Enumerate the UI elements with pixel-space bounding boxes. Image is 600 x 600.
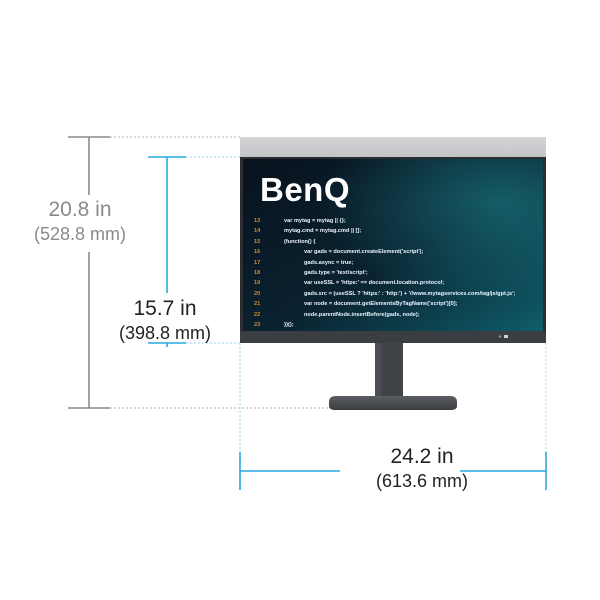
code-line: 14 mytag.cmd = mytag.cmd || []; (254, 226, 544, 236)
code-line: 13 var mytag = mytag || {}; (254, 216, 544, 226)
screen-height-label: 15.7 in (133, 297, 197, 320)
power-led (504, 335, 508, 338)
code-line: 20 gads.src = (useSSL ? 'https:' : 'http:… (254, 289, 544, 299)
code-text: })(); (284, 321, 294, 328)
line-number: 14 (254, 228, 261, 235)
total-height-label: 20.8 in (48, 198, 112, 221)
screen-code: 13 var mytag = mytag || {}; 14 mytag.cmd =… (254, 216, 544, 330)
width-label: 24.2 in (390, 445, 454, 468)
screen-glow (243, 159, 543, 331)
code-line: 17 gads.async = true; (254, 258, 544, 268)
screen-height-guide (148, 156, 240, 347)
code-text: (function() { (284, 238, 316, 245)
code-text: var node = document.getElementsByTagName… (304, 301, 458, 308)
line-number: 23 (254, 321, 261, 328)
code-text: var mytag = mytag || {}; (284, 218, 346, 224)
monitor (240, 157, 546, 410)
stand-neck-highlight (375, 338, 381, 398)
width-mm-label: (613.6 mm) (375, 471, 469, 491)
brand-logo: BenQ (260, 171, 351, 208)
code-line: 22 node.parentNode.insertBefore(gads, nod… (254, 310, 544, 320)
code-text: node.parentNode.insertBefore(gads, node)… (304, 311, 420, 318)
code-text: gads.async = true; (304, 259, 354, 266)
code-line: 23 })(); (254, 320, 544, 330)
stand-base (329, 396, 457, 410)
code-line: 21 var node = document.getElementsByTagNa… (254, 299, 544, 309)
line-number: 19 (254, 280, 261, 287)
monitor-chin (240, 331, 546, 343)
raised-height-ghost (240, 137, 546, 158)
line-number: 21 (254, 301, 261, 308)
line-number: 13 (254, 218, 261, 224)
screen-height-mm-label: (398.8 mm) (118, 323, 212, 343)
code-text: gads.type = 'text/script'; (304, 269, 368, 276)
line-number: 16 (254, 249, 261, 256)
monitor-button (498, 335, 502, 338)
total-height-guide (68, 136, 333, 409)
code-line: 19 var useSSL = 'https:' == document.loca… (254, 278, 544, 288)
code-line: 15 (function() { (254, 237, 544, 247)
line-number: 17 (254, 259, 261, 266)
line-number: 22 (254, 311, 261, 318)
line-number: 20 (254, 290, 261, 297)
code-text: gads.src = (useSSL ? 'https:' : 'http:')… (304, 290, 516, 297)
code-line: 18 gads.type = 'text/script'; (254, 268, 544, 278)
line-number: 18 (254, 269, 261, 276)
code-line: 16 var gads = document.createElement('scr… (254, 247, 544, 257)
total-height-mm-label: (528.8 mm) (33, 224, 127, 244)
line-number: 15 (254, 238, 261, 245)
code-text: mytag.cmd = mytag.cmd || []; (284, 228, 362, 235)
code-text: var gads = document.createElement('scrip… (304, 249, 424, 256)
code-text: var useSSL = 'https:' == document.locati… (304, 280, 445, 287)
width-guide (239, 343, 547, 490)
